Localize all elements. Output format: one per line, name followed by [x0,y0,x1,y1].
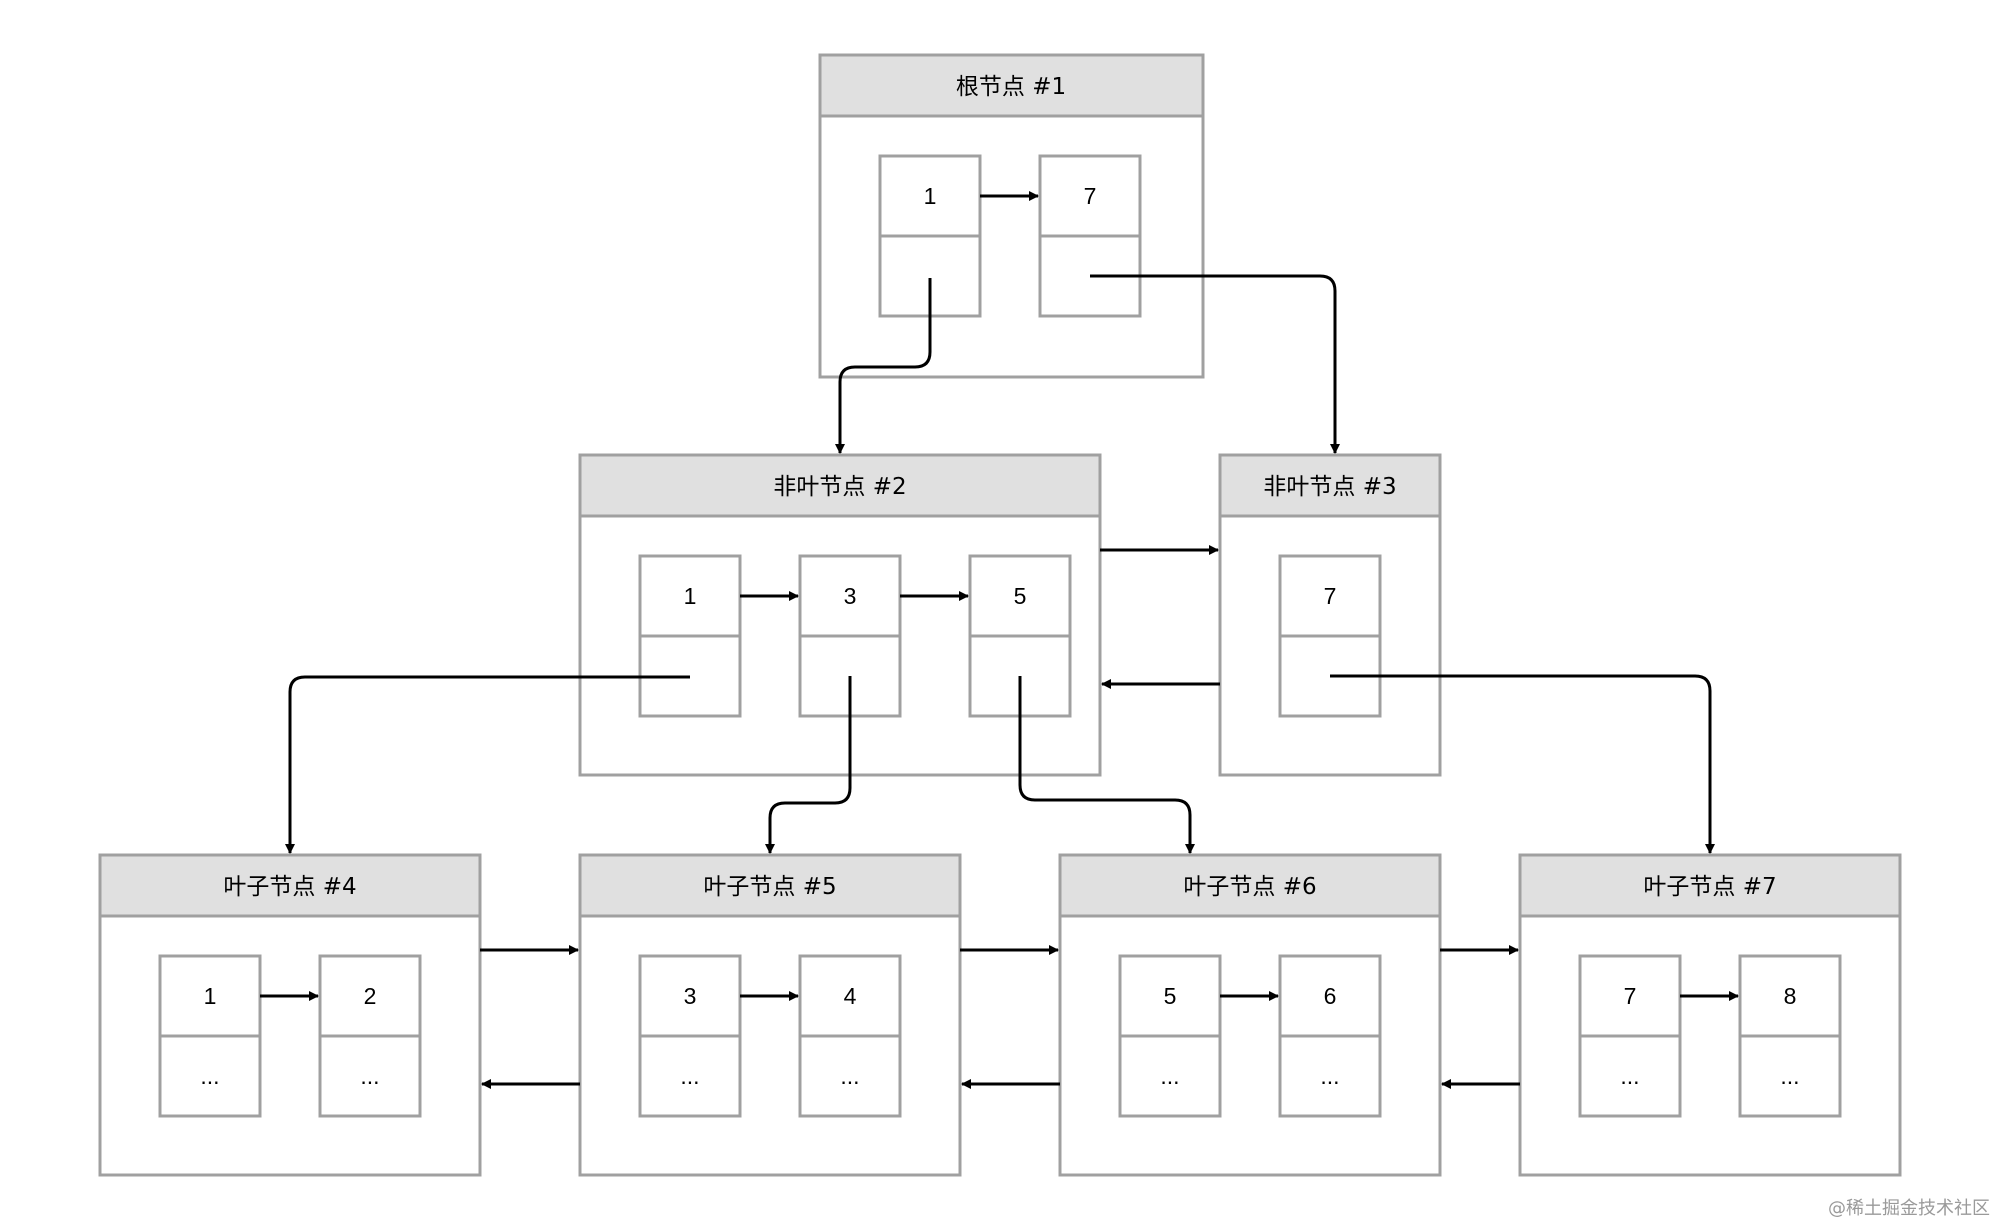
key-label: 6 [1324,983,1337,1009]
node-title: 根节点 #1 [956,74,1066,100]
node-title: 叶子节点 #6 [1183,874,1316,900]
key-cell: 1 ... [158,954,262,1118]
key-label: 1 [924,183,937,209]
key-cell: 4 ... [798,954,902,1118]
data-ellipsis: ... [840,1063,859,1089]
key-label: 2 [364,983,377,1009]
key-label: 3 [844,583,857,609]
leaf-node-5: 叶子节点 #5 3 ... 4 ... [578,853,962,1177]
key-label: 7 [1624,983,1637,1009]
node-header [98,853,482,918]
node-title: 叶子节点 #7 [1643,874,1776,900]
watermark-text: @稀土掘金技术社区 [1828,1198,1990,1219]
edge-n1-to-n2 [835,278,932,454]
child-pointer-arrows [285,274,1715,854]
node-title: 叶子节点 #5 [703,874,836,900]
key-label: 1 [684,583,697,609]
data-ellipsis: ... [1320,1063,1339,1089]
data-ellipsis: ... [1620,1063,1639,1089]
internal-node-3: 非叶节点 #3 7 [1218,453,1442,777]
key-cell: 3 [798,554,902,718]
pointer-cell [1118,1034,1222,1118]
key-label: 5 [1014,583,1027,609]
key-label: 8 [1784,983,1797,1009]
pointer-cell [158,1034,262,1118]
data-ellipsis: ... [200,1063,219,1089]
key-label: 5 [1164,983,1177,1009]
edge-n1-to-n3 [1090,274,1340,454]
leaf-node-7: 叶子节点 #7 7 ... 8 ... [1518,853,1902,1177]
key-cell: 2 ... [318,954,422,1118]
data-ellipsis: ... [1160,1063,1179,1089]
node-header [1058,853,1442,918]
pointer-cell [1578,1034,1682,1118]
node-header [578,453,1102,518]
internal-node-2: 非叶节点 #2 1 3 5 [578,453,1102,777]
key-label: 7 [1084,183,1097,209]
pointer-cell [1738,1034,1842,1118]
key-label: 4 [844,983,857,1009]
node-header [1518,853,1902,918]
node-title: 非叶节点 #2 [773,474,906,500]
node-title: 非叶节点 #3 [1263,474,1396,500]
node-header [578,853,962,918]
leaf-node-4: 叶子节点 #4 1 ... 2 ... [98,853,482,1177]
key-cell: 3 ... [638,954,742,1118]
node-title: 叶子节点 #4 [223,874,356,900]
key-chain-arrows [260,191,1739,1001]
key-label: 7 [1324,583,1337,609]
key-cell: 8 ... [1738,954,1842,1118]
key-label: 3 [684,983,697,1009]
edge-n3-to-n7 [1330,674,1715,854]
key-cell: 7 [1038,154,1142,318]
edge-n2-to-n5 [765,676,852,854]
key-cell: 1 [638,554,742,718]
pointer-cell [1278,1034,1382,1118]
key-cell: 6 ... [1278,954,1382,1118]
key-cell: 7 [1278,554,1382,718]
data-ellipsis: ... [680,1063,699,1089]
edge-n2-to-n4 [285,675,690,854]
key-label: 1 [204,983,217,1009]
pointer-cell [318,1034,422,1118]
edge-n2-to-n6 [1018,676,1195,854]
node-header [818,53,1205,118]
pointer-cell [638,1034,742,1118]
pointer-cell [798,1034,902,1118]
leaf-node-6: 叶子节点 #6 5 ... 6 ... [1058,853,1442,1177]
sibling-link-arrows [480,545,1520,1089]
node-header [1218,453,1442,518]
data-ellipsis: ... [360,1063,379,1089]
data-ellipsis: ... [1780,1063,1799,1089]
key-cell: 5 ... [1118,954,1222,1118]
root-node-1: 根节点 #1 1 7 [818,53,1205,379]
key-cell: 7 ... [1578,954,1682,1118]
